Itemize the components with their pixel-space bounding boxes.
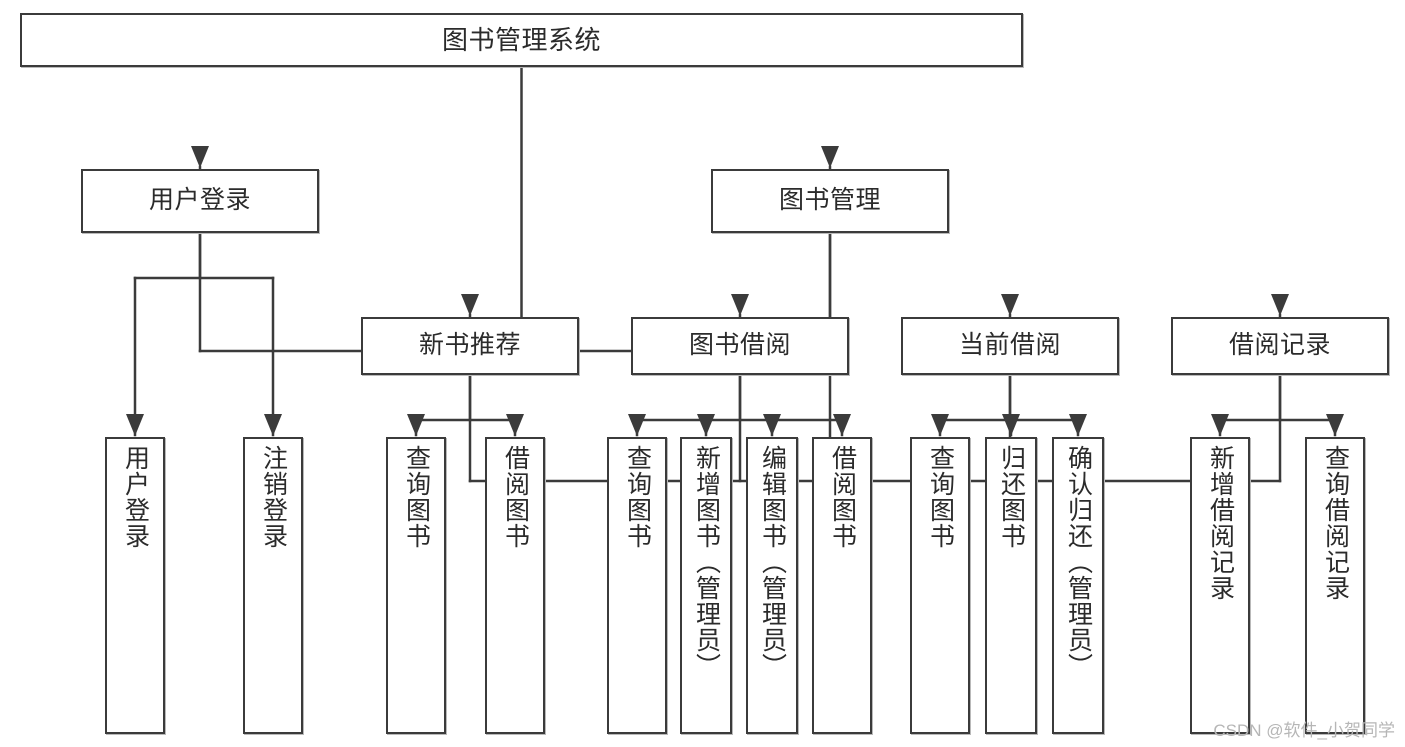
leaf-confirm-return[interactable]: 确认归还（管理员） — [1052, 437, 1104, 734]
leaf-edit-book[interactable]: 编辑图书（管理员） — [746, 437, 798, 734]
node-current-borrow[interactable]: 当前借阅 — [901, 317, 1119, 375]
node-root-label: 图书管理系统 — [441, 24, 601, 55]
leaf-query-borrow-record-label: 查询借阅记录 — [1321, 445, 1350, 601]
leaf-query-book-current[interactable]: 查询图书 — [910, 437, 970, 734]
leaf-query-book-recommend[interactable]: 查询图书 — [386, 437, 446, 734]
node-root-book-management-system[interactable]: 图书管理系统 — [20, 13, 1023, 67]
leaf-borrow-book[interactable]: 借阅图书 — [812, 437, 872, 734]
node-borrow-record[interactable]: 借阅记录 — [1171, 317, 1389, 375]
leaf-edit-book-label: 编辑图书（管理员） — [758, 445, 787, 679]
leaf-add-book-label: 新增图书（管理员） — [692, 445, 721, 679]
leaf-borrow-book-label: 借阅图书 — [828, 445, 857, 549]
leaf-query-book-current-label: 查询图书 — [926, 445, 955, 549]
leaf-return-book-label: 归还图书 — [997, 445, 1026, 549]
node-book-borrow-label: 图书借阅 — [688, 331, 791, 360]
leaf-query-book-recommend-label: 查询图书 — [402, 445, 431, 549]
node-new-book-recommend-label: 新书推荐 — [418, 331, 521, 360]
node-new-book-recommend[interactable]: 新书推荐 — [361, 317, 579, 375]
leaf-confirm-return-label: 确认归还（管理员） — [1064, 445, 1093, 679]
leaf-add-borrow-record-label: 新增借阅记录 — [1206, 445, 1235, 601]
node-user-login-label: 用户登录 — [148, 186, 251, 215]
node-book-management[interactable]: 图书管理 — [711, 169, 949, 233]
node-borrow-record-label: 借阅记录 — [1228, 331, 1331, 360]
leaf-logout-label: 注销登录 — [259, 445, 288, 549]
leaf-query-book-borrow[interactable]: 查询图书 — [607, 437, 667, 734]
leaf-logout[interactable]: 注销登录 — [243, 437, 303, 734]
node-user-login[interactable]: 用户登录 — [81, 169, 319, 233]
leaf-add-book[interactable]: 新增图书（管理员） — [680, 437, 732, 734]
leaf-borrow-book-recommend-label: 借阅图书 — [501, 445, 530, 549]
leaf-user-login[interactable]: 用户登录 — [105, 437, 165, 734]
leaf-borrow-book-recommend[interactable]: 借阅图书 — [485, 437, 545, 734]
node-book-borrow[interactable]: 图书借阅 — [631, 317, 849, 375]
leaf-return-book[interactable]: 归还图书 — [985, 437, 1037, 734]
leaf-query-borrow-record[interactable]: 查询借阅记录 — [1305, 437, 1365, 734]
node-current-borrow-label: 当前借阅 — [958, 331, 1061, 360]
leaf-query-book-borrow-label: 查询图书 — [623, 445, 652, 549]
leaf-add-borrow-record[interactable]: 新增借阅记录 — [1190, 437, 1250, 734]
leaf-user-login-label: 用户登录 — [121, 445, 150, 549]
node-book-management-label: 图书管理 — [778, 186, 881, 215]
